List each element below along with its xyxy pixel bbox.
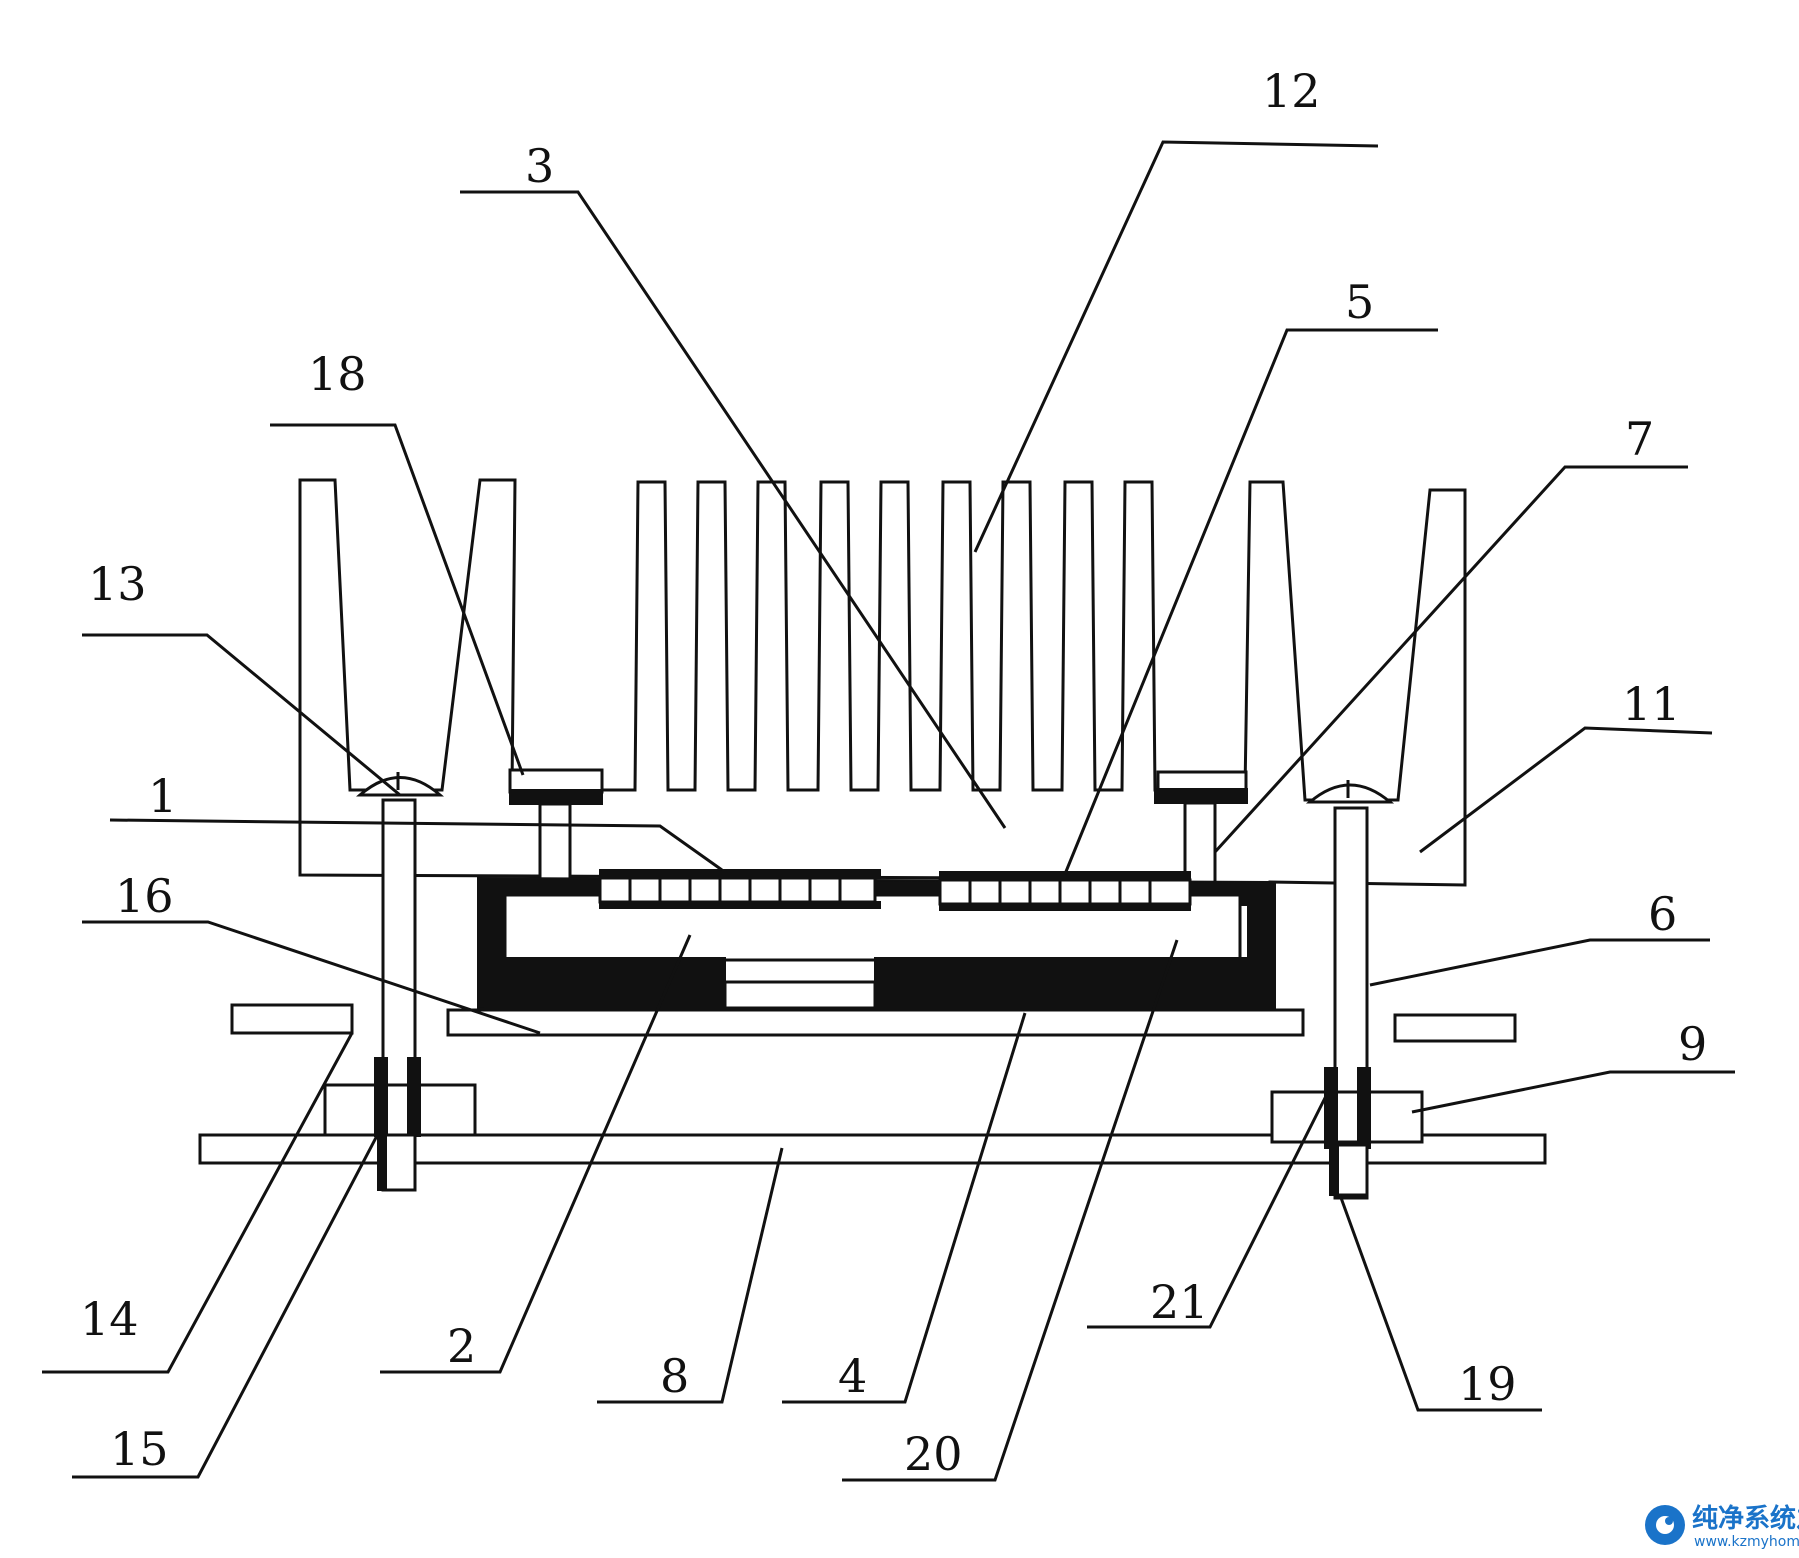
leader-13: [82, 633, 401, 797]
label-13: 13: [88, 557, 147, 611]
leader-21: [1087, 1087, 1332, 1329]
screw-tip-left: [381, 1133, 417, 1192]
leader-16: [82, 920, 541, 1035]
nut-block-left: [323, 1083, 477, 1137]
label-9: 9: [1678, 1017, 1707, 1071]
leader-11: [1419, 726, 1713, 854]
leader-2: [380, 934, 692, 1374]
chip-row-left-underbar: [599, 901, 881, 909]
leader-14: [42, 1032, 354, 1374]
label-4: 4: [838, 1349, 867, 1403]
black-block-left: [484, 957, 726, 1011]
chip-row-left: [598, 876, 877, 904]
screw-tip-right: [1333, 1143, 1369, 1197]
leader-7: [1213, 465, 1688, 854]
label-6: 6: [1648, 887, 1677, 941]
label-7: 7: [1625, 412, 1654, 466]
leader-12: [973, 140, 1379, 553]
screw-head-left: [356, 776, 444, 797]
standoff-strip-right: [1154, 788, 1248, 804]
leader-18: [270, 423, 525, 776]
heat-sink-body: [298, 478, 1467, 887]
spring-right-b: [1357, 1067, 1371, 1149]
leader-9: [1411, 1070, 1735, 1114]
leader-20: [842, 939, 1179, 1482]
label-14: 14: [80, 1292, 139, 1346]
middle-plate-right: [1393, 1013, 1517, 1043]
spring-right-a: [1324, 1067, 1338, 1149]
label-5: 5: [1345, 275, 1374, 329]
screw-tip-left-bar: [377, 1134, 387, 1191]
gap-plate: [723, 980, 877, 1010]
base-plate-16: [446, 1008, 1305, 1037]
watermark-title: 纯净系统之家: [1692, 1503, 1799, 1534]
label-18: 18: [308, 347, 367, 401]
label-20: 20: [904, 1427, 963, 1481]
leader-5: [1063, 328, 1438, 875]
chip-row-right-cells: [968, 880, 1152, 904]
label-2: 2: [447, 1319, 476, 1373]
nut-block-right: [1270, 1090, 1424, 1144]
middle-plate-left: [230, 1003, 354, 1035]
label-11: 11: [1622, 677, 1681, 731]
label-16: 16: [115, 869, 174, 923]
chip-row-right-underbar: [939, 903, 1191, 911]
leader-6: [1369, 938, 1710, 987]
spring-left-b: [407, 1057, 421, 1137]
standoff-strip-left: [509, 789, 603, 805]
label-15: 15: [110, 1422, 169, 1476]
label-21: 21: [1150, 1275, 1209, 1329]
chip-row-right: [938, 878, 1192, 906]
watermark-url: www.kzmyhome.com: [1694, 1534, 1799, 1550]
leader-1: [109, 818, 723, 872]
leader-3: [460, 190, 1007, 829]
black-block-right: [874, 957, 1271, 1014]
label-3: 3: [525, 139, 554, 193]
leader-19: [1338, 1194, 1542, 1412]
label-19: 19: [1458, 1357, 1517, 1411]
label-12: 12: [1262, 64, 1321, 118]
label-1: 1: [148, 769, 177, 823]
watermark: 纯净系统之家 www.kzmyhome.com: [1645, 1503, 1799, 1550]
screw-tip-right-bar: [1329, 1144, 1339, 1196]
leader-8: [597, 1147, 784, 1404]
blue-swirl-logo-icon: [1645, 1505, 1685, 1545]
spring-left-a: [374, 1057, 388, 1137]
leader-4: [782, 1012, 1027, 1404]
label-8: 8: [660, 1349, 689, 1403]
screw-head-right: [1305, 783, 1395, 804]
leader-15: [72, 1129, 382, 1479]
chip-row-left-cells: [628, 878, 842, 902]
